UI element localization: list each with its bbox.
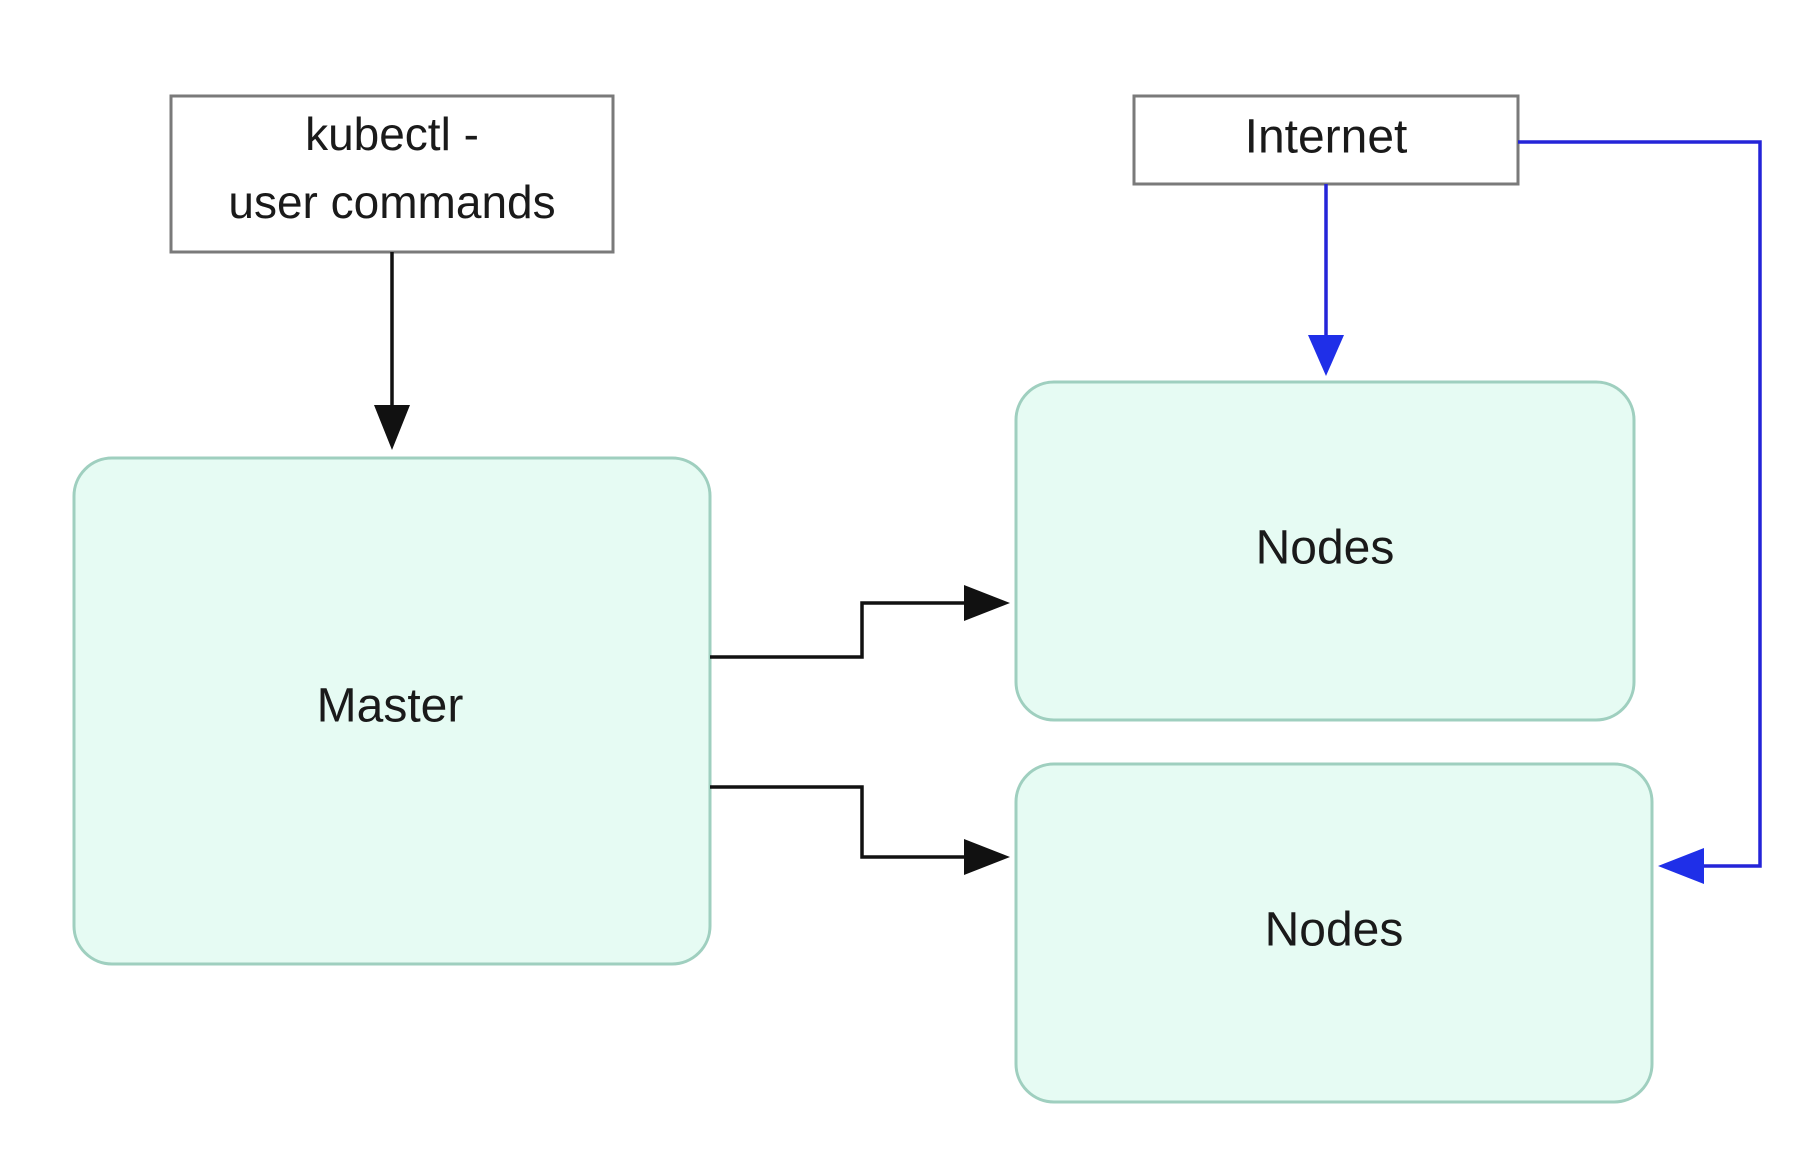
- arrowhead-right-icon: [964, 585, 1010, 621]
- kubectl-label-line1: kubectl -: [305, 108, 479, 160]
- kubectl-box: kubectl - user commands: [169, 94, 615, 254]
- arrow-kubectl-to-master: [374, 252, 410, 450]
- arrowhead-down-icon: [1308, 335, 1344, 376]
- arrowhead-left-icon: [1658, 848, 1704, 884]
- nodes-top-label: Nodes: [1256, 522, 1395, 575]
- arrow-master-to-nodes-top: [710, 585, 1010, 659]
- arrowhead-down-icon: [374, 405, 410, 450]
- arrow-internet-to-nodes-top: [1308, 184, 1344, 376]
- nodes-box-top: Nodes: [1014, 380, 1636, 722]
- master-label: Master: [317, 680, 464, 733]
- nodes-box-bottom: Nodes: [1014, 762, 1654, 1104]
- arrow-internet-to-nodes-bottom: [1518, 140, 1762, 884]
- internet-box: Internet: [1132, 94, 1520, 186]
- arrow-master-to-nodes-bottom: [710, 785, 1010, 875]
- master-box: Master: [72, 456, 712, 966]
- internet-label: Internet: [1245, 111, 1408, 164]
- nodes-bottom-label: Nodes: [1265, 904, 1404, 957]
- kubectl-label-line2: user commands: [228, 176, 555, 228]
- arrowhead-right-icon: [964, 839, 1010, 875]
